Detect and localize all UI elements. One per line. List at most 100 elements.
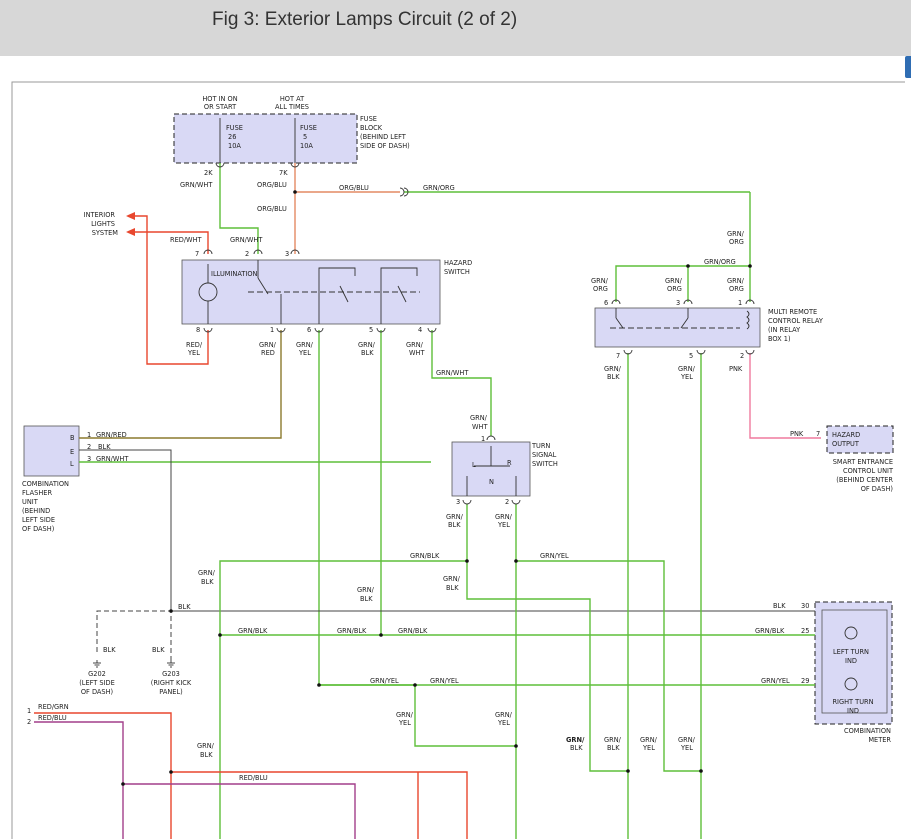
wire-label-grn-blk-2a: GRN/ (604, 365, 622, 373)
wire-label-grn-yel-1b: YEL (298, 349, 311, 357)
hazard-pin-6: 6 (307, 326, 311, 334)
turn-label-l: L (472, 461, 476, 469)
fuse26-label: FUSE (226, 124, 243, 132)
figure-header: Fig 3: Exterior Lamps Circuit (2 of 2) (0, 0, 911, 56)
combination-flasher-unit (23, 425, 80, 477)
wire-label-grn-wht-1: GRN/WHT (180, 181, 213, 189)
wire-label-grn-yel-10a: GRN/ (640, 736, 658, 744)
flasher-pin-3: 3 (87, 455, 91, 463)
turn-pin-3: 3 (456, 498, 460, 506)
wire-label-grn-red-1b: RED (261, 349, 275, 357)
wires (34, 118, 821, 839)
g203-3: PANEL) (159, 688, 182, 696)
g203-2: (RIGHT KICK (151, 679, 192, 687)
meter-name-2: METER (868, 736, 891, 744)
flasher-name-2: FLASHER (22, 489, 52, 497)
meter-pin-30: 30 (801, 602, 809, 610)
flasher-letter-e: E (70, 448, 74, 456)
combination-meter-inner (821, 609, 888, 714)
wire-label-grn-yel-10b: YEL (642, 744, 655, 752)
wire-label-grn-wht-5a: GRN/ (470, 414, 488, 422)
turn-name-3: SWITCH (532, 460, 558, 468)
fuse-pin-2k: 2K (204, 169, 213, 177)
interior-lights-arrows (126, 212, 135, 236)
wire-label-pnk-1: PNK (729, 365, 743, 373)
fuse5-label: FUSE (300, 124, 317, 132)
smart-pin-7: 7 (816, 430, 820, 438)
wire-label-grn-blk-10: GRN/BLK (398, 627, 428, 635)
wire-label-grn-yel-9b: YEL (497, 719, 510, 727)
hazard-pin-2: 2 (245, 250, 249, 258)
wire-label-grn-yel-11a: GRN/ (678, 736, 696, 744)
smart-name-1: SMART ENTRANCE (833, 458, 893, 466)
wire-label-org-blu-3: ORG/BLU (257, 205, 287, 213)
wire-label-grn-org-5a: GRN/ (665, 277, 683, 285)
relay-pin-5: 5 (689, 352, 693, 360)
wire-label-red-grn: RED/GRN (38, 703, 69, 711)
wire-label-grn-blk-6a: GRN/ (443, 575, 461, 583)
relay-name-3: (IN RELAY (768, 326, 801, 334)
wire-label-grn-yel-2a: GRN/ (678, 365, 696, 373)
smart-entrance-control-unit (826, 425, 894, 454)
wire-label-grn-blk-8: GRN/BLK (238, 627, 268, 635)
wire-label-grn-wht-3a: GRN/ (406, 341, 424, 349)
meter-right-turn-2: IND (847, 707, 859, 715)
wire-label-grn-red-2: GRN/RED (96, 431, 127, 439)
meter-pin-25: 25 (801, 627, 809, 635)
g202-3: OF DASH) (81, 688, 113, 696)
hazard-switch-name-1: HAZARD (444, 259, 472, 267)
meter-right-turn-1: RIGHT TURN (832, 698, 873, 706)
scroll-tab[interactable] (905, 56, 911, 78)
wire-label-grn-yel-3a: GRN/ (495, 513, 513, 521)
flasher-letter-l: L (70, 460, 74, 468)
wire-label-grn-yel-6: GRN/YEL (430, 677, 459, 685)
wire-label-blk-3: BLK (773, 602, 786, 610)
wire-label-grn-yel-4: GRN/YEL (540, 552, 569, 560)
wire-label-blk-5: BLK (152, 646, 165, 654)
wire-label-grn-blk-13b: BLK (570, 744, 583, 752)
turn-pin-2: 2 (505, 498, 509, 506)
wire-label-grn-yel-8b: YEL (398, 719, 411, 727)
meter-name-1: COMBINATION (844, 727, 891, 735)
smart-output-1: HAZARD (832, 431, 860, 439)
wire-label-grn-blk-1a: GRN/ (358, 341, 376, 349)
wire-label-grn-blk-4: GRN/BLK (410, 552, 440, 560)
wire-label-grn-yel-3b: YEL (497, 521, 510, 529)
wire-label-grn-blk-5b: BLK (201, 578, 214, 586)
relay-pin-2: 2 (740, 352, 744, 360)
wire-label-grn-blk-2b: BLK (607, 373, 620, 381)
wire-label-grn-org-1: GRN/ORG (423, 184, 455, 192)
turn-label-n: N (489, 478, 494, 486)
hazard-pin-5: 5 (369, 326, 373, 334)
turn-label-r: R (507, 459, 512, 467)
fuse-block-name-3: (BEHIND LEFT (360, 133, 407, 141)
g202-1: G202 (88, 670, 106, 678)
fuse5-rating: 10A (300, 142, 313, 150)
flasher-name-1: COMBINATION (22, 480, 69, 488)
flasher-name-5: LEFT SIDE (22, 516, 55, 524)
fuse26-number: 26 (228, 133, 236, 141)
wire-label-grn-blk-1b: BLK (361, 349, 374, 357)
wire-label-red-wht: RED/WHT (170, 236, 203, 244)
smart-output-2: OUTPUT (832, 440, 860, 448)
interior-lights-3: SYSTEM (92, 229, 119, 237)
wire-label-grn-org-6a: GRN/ (727, 277, 745, 285)
wire-label-grn-yel-2b: YEL (680, 373, 693, 381)
fuse-block-name-1: FUSE (360, 115, 377, 123)
flasher-name-4: (BEHIND (22, 507, 50, 515)
flasher-pin-2: 2 (87, 443, 91, 451)
fuse26-rating: 10A (228, 142, 241, 150)
fuse-block (173, 113, 358, 164)
terminals (203, 162, 755, 505)
wire-label-grn-yel-7: GRN/YEL (761, 677, 790, 685)
wire-label-grn-wht-4: GRN/WHT (436, 369, 469, 377)
wire-label-grn-wht-2: GRN/WHT (230, 236, 263, 244)
wire-label-grn-yel-11b: YEL (680, 744, 693, 752)
source-hot-on-start-1: HOT IN ON (202, 95, 237, 103)
wire-label-org-blu-2: ORG/BLU (339, 184, 369, 192)
meter-left-turn-2: IND (845, 657, 857, 665)
smart-name-3: (BEHIND CENTER (836, 476, 893, 484)
hazard-pin-1: 1 (270, 326, 274, 334)
interior-lights-1: INTERIOR (84, 211, 116, 219)
flasher-name-3: UNIT (22, 498, 39, 506)
